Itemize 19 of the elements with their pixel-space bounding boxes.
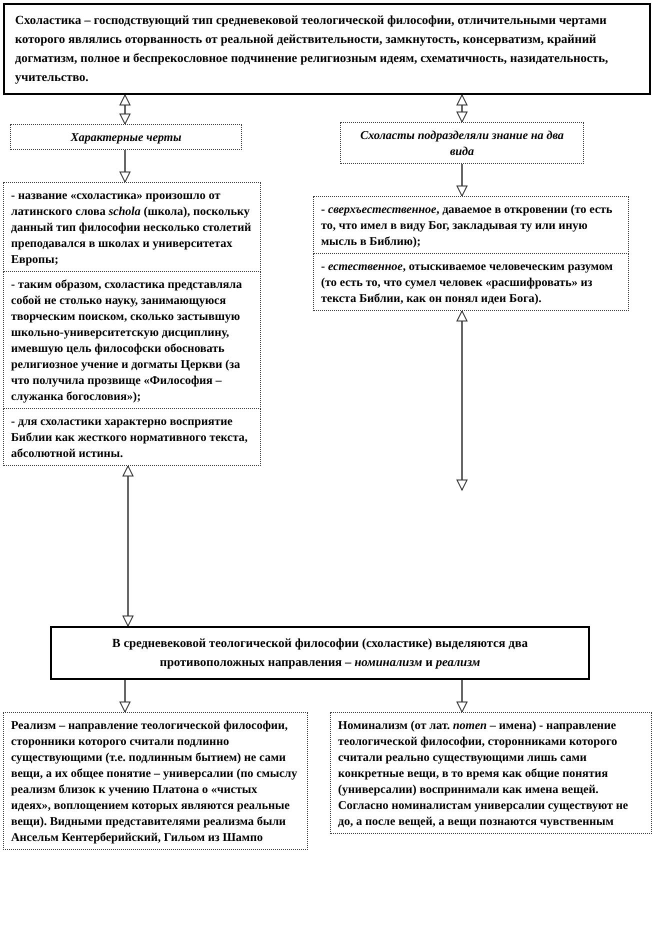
heading-box: Характерные черты xyxy=(10,124,242,150)
definition-box: Схоластика – господствующий тип средневековой теологической философии, отличительными чертами которого являлись оторванность от реальной действительности, замкнутость, консерватизм, крайний догматизм, полное и беспрекословное подчинение религиозным идеям, схематичность, назидательность, учительство. xyxy=(3,3,651,95)
double-arrow xyxy=(120,150,130,182)
text-box: - для схоластики характерно восприятие Библии как жесткого нормативного текста, абсолютной истины. xyxy=(3,408,261,466)
double-arrow xyxy=(456,310,468,490)
text-box: Номинализм (от лат. nomen – имена) - направление теологической философии, сторонниками которого считали реально существующими лишь сами конкретные вещи, в то время как общие понятия (универсалии) воспринимали как имена вещей. Согласно номиналистам универсалии существуют не до, а после вещей, а вещи познаются чувственным xyxy=(330,712,652,834)
text-box: - сверхъестественное, даваемое в откровении (то есть то, что имел в виду Бог, закладывая ту или иную мысль в Библию); xyxy=(313,196,629,254)
double-arrow xyxy=(456,164,468,196)
text-box: - таким образом, схоластика представляла собой не столько науку, занимающуюся творческим поиском, сколько застывшую школьно-университетскую дисциплину, имевшую цель философски обосновать религиозное учение и догматы Церкви (за что получила прозвище «Философия – служанка богословия»); xyxy=(3,271,261,409)
text-box: - название «схоластика» произошло от латинского слова schola (школа), поскольку данный тип философии несколько столетий преподавался в школах и университетах Европы; xyxy=(3,182,261,272)
double-arrow xyxy=(456,680,468,712)
text-box: Реализм – направление теологической философии, сторонники которого считали подлинно существующими (т.е. подлинным бытием) не сами вещи, а их общее понятие – универсалии (по смыслу реализм близок к учению Платона о «чистых идеях», воплощением которых являются реальные вещи). Видными представителями реализма были Ансельм Кентерберийский, Гильом из Шампо xyxy=(3,712,308,850)
summary-box: В средневековой теологической философии (схоластике) выделяются два противоположных направления – номинализм и реализм xyxy=(50,626,590,680)
heading-box: Схоласты подразделяли знание на два вида xyxy=(340,122,584,164)
double-arrow xyxy=(120,94,130,124)
text-box: - естественное, отыскиваемое человеческим разумом (то есть то, что сумел человек «расшифровать» из текста Библии, как он понял идеи Бога). xyxy=(313,253,629,311)
double-arrow xyxy=(122,466,134,626)
double-arrow xyxy=(120,680,130,712)
double-arrow xyxy=(456,94,468,122)
